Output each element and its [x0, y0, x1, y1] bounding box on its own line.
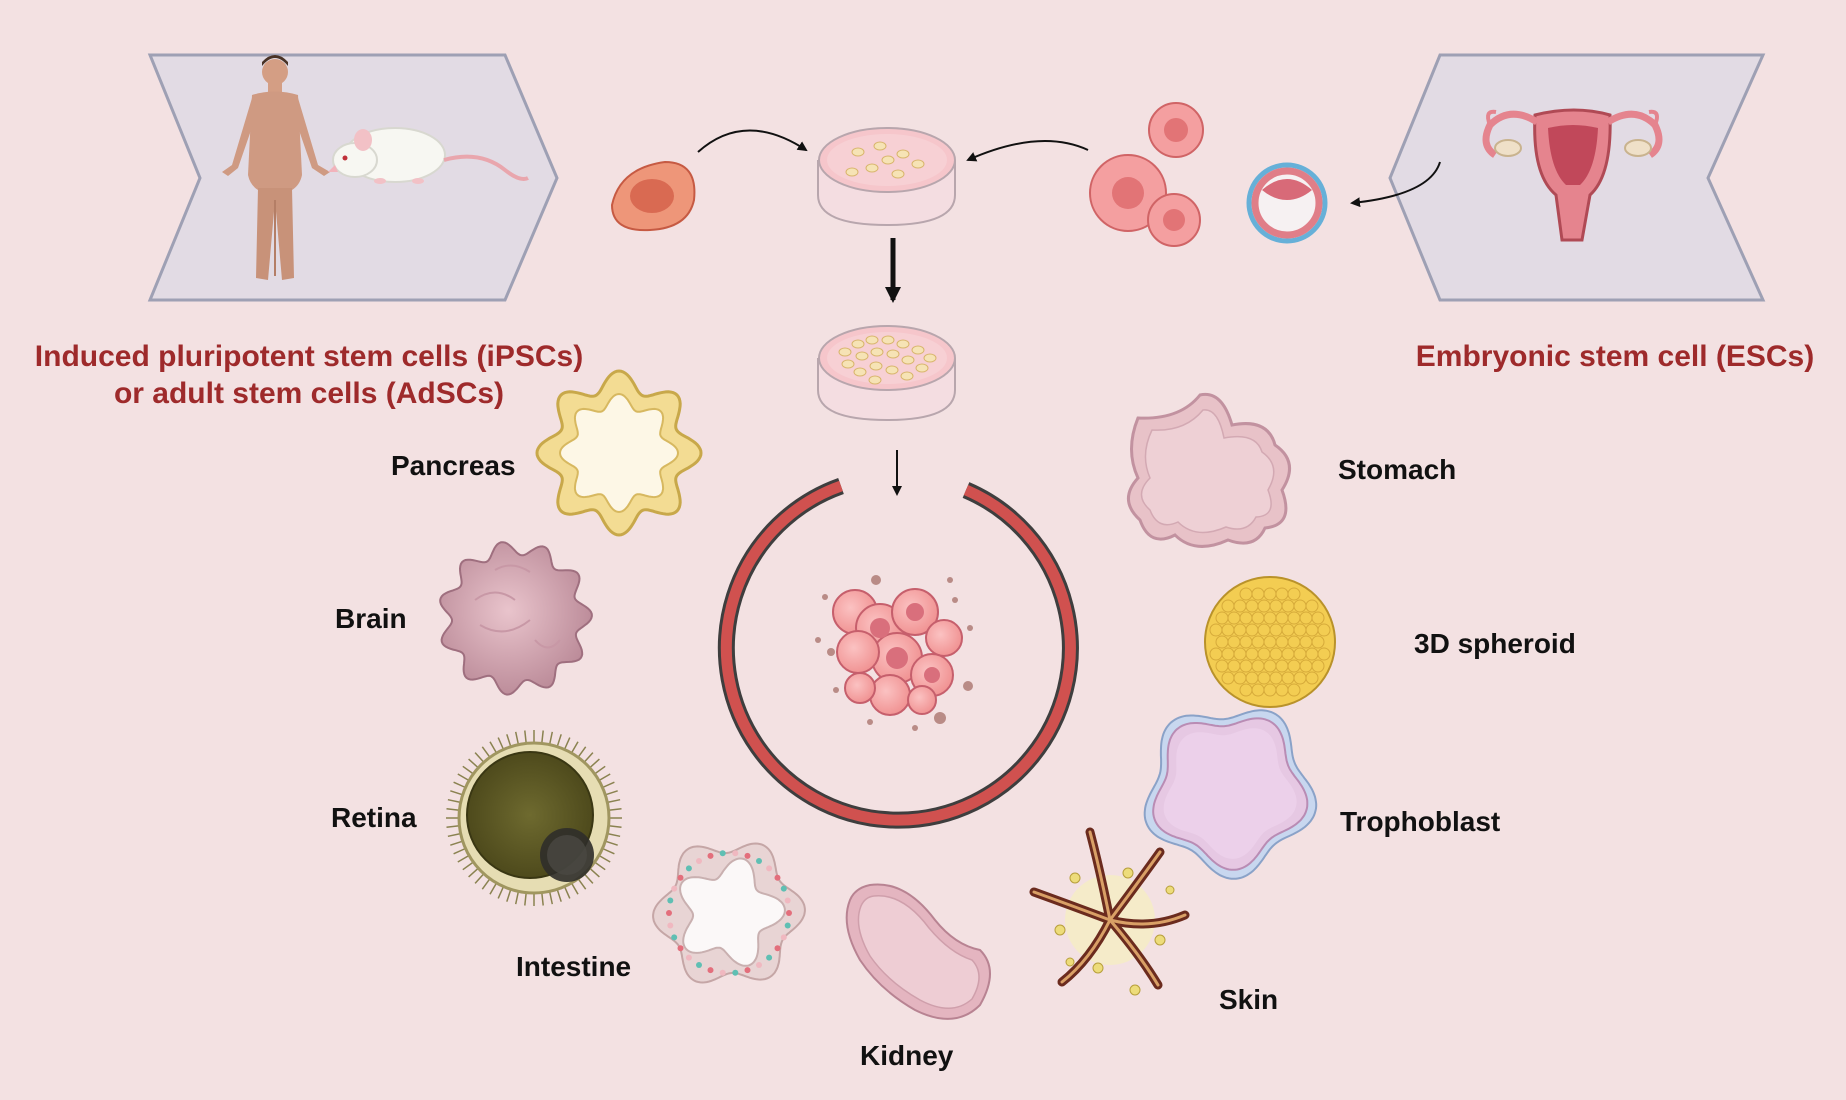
trophoblast-label: Trophoblast	[1340, 806, 1501, 837]
spheroid-label: 3D spheroid	[1414, 628, 1576, 659]
human-figure-icon	[222, 55, 330, 280]
flow-arrows	[697, 129, 1441, 496]
ipsc-label-line1: Induced pluripotent stem cells (iPSCs)	[34, 340, 584, 373]
intestine-label: Intestine	[516, 951, 632, 982]
intestine-organoid-icon	[652, 842, 806, 984]
petri-dish-middle	[817, 325, 956, 422]
petri-dish-top	[817, 127, 956, 227]
ipsc-label-line2: or adult stem cells (AdSCs)	[113, 377, 505, 410]
retina-organoid-icon	[446, 730, 622, 906]
organoid-ring	[717, 477, 1079, 829]
kidney-label: Kidney	[860, 1040, 954, 1071]
embryonic-cells-icon	[1089, 102, 1204, 247]
retina-label: Retina	[331, 802, 417, 833]
skin-label: Skin	[1219, 984, 1279, 1015]
somatic-cell-icon	[610, 160, 696, 232]
stomach-organoid-icon	[1127, 392, 1291, 548]
uterus-icon	[1482, 108, 1663, 242]
arrow-ecs-to-dish	[966, 140, 1089, 162]
arrow-uterus-to-blastocyst	[1350, 161, 1441, 208]
esc-source-label: Embryonic stem cell (ESCs)	[1415, 340, 1815, 373]
organoid-cluster-icon	[815, 575, 973, 731]
pancreas-organoid-icon	[535, 369, 703, 537]
skin-organoid-icon	[1029, 827, 1190, 996]
trophoblast-organoid-icon	[1143, 709, 1318, 880]
pancreas-label: Pancreas	[391, 450, 516, 481]
blastocyst-icon	[1246, 162, 1328, 244]
brain-label: Brain	[335, 603, 407, 634]
ipsc-source-label: Induced pluripotent stem cells (iPSCs) o…	[0, 338, 618, 412]
stomach-label: Stomach	[1338, 454, 1457, 485]
arrow-somatic-to-dish	[697, 129, 808, 153]
spheroid-organoid-icon	[1204, 576, 1336, 708]
mouse-icon	[328, 127, 529, 184]
kidney-organoid-icon	[845, 883, 991, 1020]
brain-organoid-icon	[439, 541, 593, 696]
